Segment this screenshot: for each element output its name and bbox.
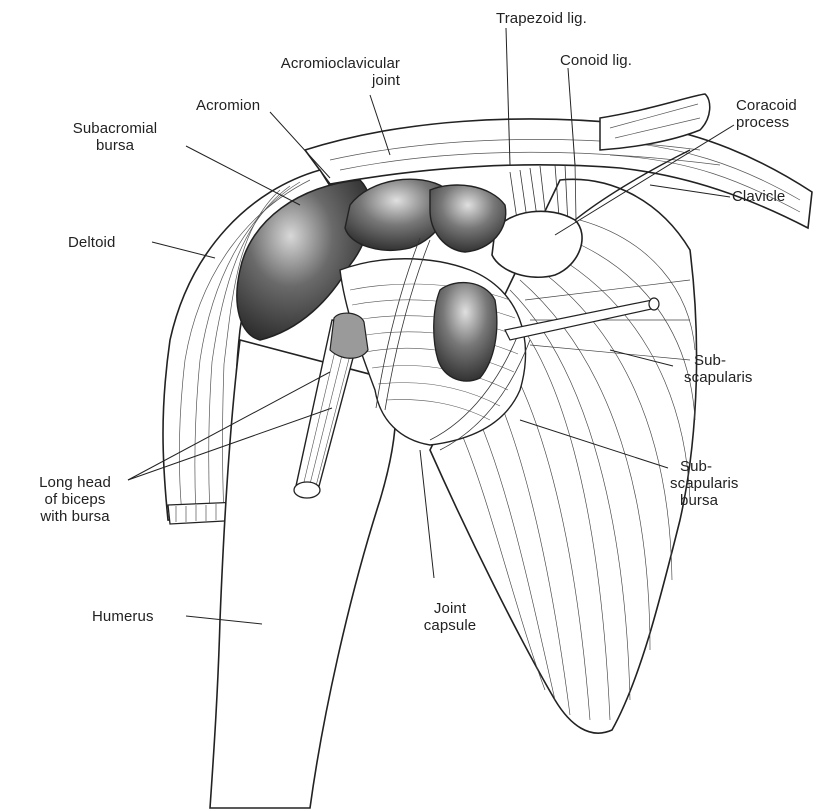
label-deltoid: Deltoid: [68, 234, 115, 251]
label-humerus: Humerus: [92, 608, 154, 625]
humerus-shaft: [210, 340, 396, 808]
label-acromioclavicular-joint: Acromioclavicular joint: [200, 55, 400, 89]
capsule-opening: [434, 283, 497, 381]
label-conoid-ligament: Conoid lig.: [560, 52, 632, 69]
label-acromion: Acromion: [196, 97, 260, 114]
label-subacromial-bursa: Subacromial bursa: [50, 120, 180, 154]
label-coracoid-process: Coracoid process: [736, 97, 797, 131]
label-clavicle: Clavicle: [732, 188, 785, 205]
label-subscapularis: Sub- scapularis: [684, 352, 753, 386]
label-subscapularis-bursa: Sub- scapularis bursa: [670, 458, 739, 509]
label-long-head-biceps: Long head of biceps with bursa: [10, 474, 140, 525]
biceps-sheath: [330, 313, 368, 358]
label-trapezoid-ligament: Trapezoid lig.: [496, 10, 587, 27]
label-joint-capsule: Joint capsule: [410, 600, 490, 634]
